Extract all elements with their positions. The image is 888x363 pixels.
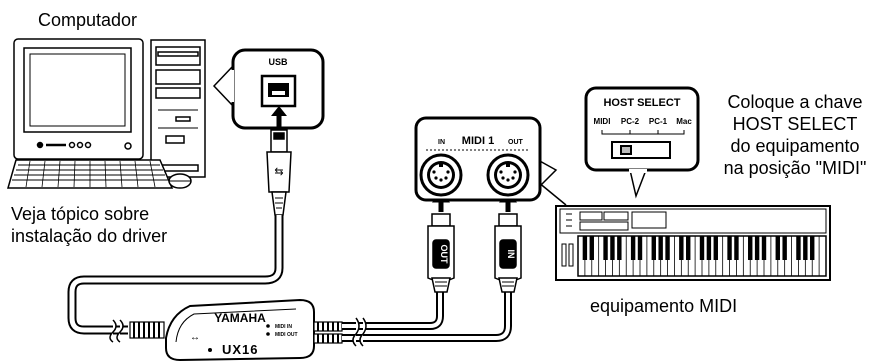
usb-port-label: USB — [268, 57, 288, 67]
black-key — [637, 236, 643, 260]
computer-label: Computador — [38, 10, 138, 30]
host-note-line2: HOST SELECT — [732, 114, 858, 134]
host-option-pc2: PC-2 — [621, 117, 640, 126]
host-note-line3: do equipamento — [730, 136, 860, 156]
black-key — [727, 236, 732, 260]
black-key — [782, 236, 787, 260]
black-key — [699, 236, 705, 260]
black-key — [706, 236, 712, 260]
black-key — [775, 236, 780, 260]
black-key — [651, 236, 656, 260]
host-option-midi: MIDI — [594, 117, 611, 126]
black-key — [803, 236, 808, 260]
usb-trident-icon: ↔ — [190, 332, 200, 343]
midi-ports-title: MIDI 1 — [462, 135, 494, 147]
computer-illustration — [7, 38, 206, 189]
usb-plug: ⇆ — [266, 129, 292, 216]
usb-port-callout: USB — [212, 48, 325, 130]
midi-interface: YAMAHA ↔ MIDI IN MIDI OUT UX16 — [165, 298, 315, 362]
midi-in-label: IN — [438, 139, 445, 146]
host-note-line4: na posição "MIDI" — [723, 158, 867, 178]
black-key — [754, 236, 760, 260]
black-key — [761, 236, 767, 260]
black-key — [686, 236, 691, 260]
black-key — [658, 236, 663, 260]
interface-usb-plug — [129, 321, 165, 339]
midi-in-port — [419, 153, 463, 197]
cable-break-mark — [109, 319, 124, 343]
black-key — [610, 236, 615, 260]
usb-symbol-icon: ⇆ — [274, 166, 283, 178]
midi-cable-in — [342, 286, 512, 342]
interface-model: UX16 — [222, 342, 259, 357]
black-key — [713, 236, 718, 260]
black-key — [796, 236, 801, 260]
cable-break-mark — [352, 317, 367, 347]
black-key — [734, 236, 739, 260]
driver-note-line1: Veja tópico sobre — [11, 204, 150, 224]
midi-plug-out: OUT — [427, 213, 455, 293]
host-option-mac: Mac — [676, 117, 692, 126]
host-select-title: HOST SELECT — [603, 97, 680, 109]
interface-brand: YAMAHA — [214, 311, 266, 325]
host-select-callout: HOST SELECT MIDI PC-2 PC-1 Mac — [584, 86, 700, 199]
black-key — [679, 236, 684, 260]
black-key — [617, 236, 622, 260]
host-option-pc1: PC-1 — [649, 117, 668, 126]
midi-plug-in: IN — [494, 213, 522, 293]
interface-midi-connectors — [313, 321, 343, 344]
black-key — [630, 236, 636, 260]
plug-out-label: OUT — [439, 245, 449, 265]
interface-port-midi-in: MIDI IN — [275, 324, 292, 330]
black-key — [810, 236, 815, 260]
midi-out-label: OUT — [508, 139, 524, 146]
host-note-line1: Coloque a chave — [727, 92, 863, 112]
midi-keyboard — [555, 205, 831, 281]
driver-note-line2: instalação do driver — [11, 226, 168, 246]
midi-out-port — [486, 153, 530, 197]
midi-device-label: equipamento MIDI — [590, 296, 738, 316]
usb-connect-arrow — [271, 106, 287, 128]
black-key — [603, 236, 608, 260]
interface-port-midi-out: MIDI OUT — [275, 332, 298, 338]
black-key — [582, 236, 588, 260]
black-key — [665, 236, 670, 260]
black-key — [748, 236, 753, 260]
black-key — [589, 236, 594, 260]
midi-ports-callout: IN MIDI 1 OUT — [414, 116, 567, 206]
plug-in-label: IN — [506, 250, 516, 259]
